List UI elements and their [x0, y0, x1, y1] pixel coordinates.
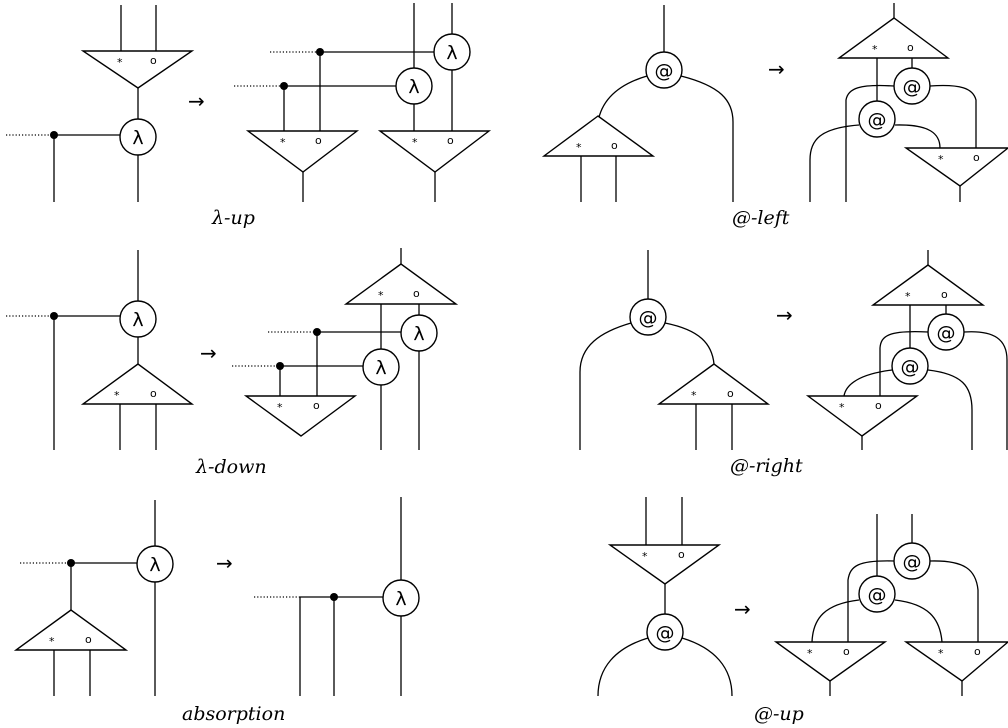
circ-label: o — [150, 387, 157, 400]
fan-node — [836, 17, 951, 59]
app-node — [646, 613, 684, 651]
star-label: * — [277, 401, 283, 414]
circ-label: o — [447, 134, 454, 147]
circ-label: o — [678, 548, 685, 561]
fan-node — [377, 130, 492, 173]
circ-label: o — [611, 139, 618, 152]
circ-label: o — [85, 633, 92, 646]
app-node — [858, 575, 896, 613]
app-symbol: @ — [655, 60, 674, 82]
fan-node — [343, 263, 459, 305]
app-node — [645, 51, 683, 89]
star-label: * — [378, 289, 384, 302]
app-symbol: @ — [868, 584, 887, 606]
lambda-symbol: λ — [413, 323, 424, 345]
star-label: * — [872, 43, 878, 56]
circ-label: o — [875, 399, 882, 412]
star-label: * — [938, 153, 944, 166]
rule-lambda-up-left: * o λ — [6, 5, 195, 202]
star-label: * — [412, 136, 418, 149]
circ-label: o — [941, 288, 948, 301]
star-label: * — [576, 141, 582, 154]
rule-app-left-right: * o @ @ * o — [809, 3, 1008, 202]
rule-app-left-left: @ * o — [541, 5, 734, 202]
star-label: * — [905, 290, 911, 303]
rule-app-right-right: * o @ @ * o — [805, 250, 1008, 450]
fan-node — [903, 641, 1008, 682]
star-label: * — [49, 635, 55, 648]
rewrite-arrow: → — [200, 341, 217, 365]
rewrite-arrow: → — [216, 551, 233, 575]
star-label: * — [642, 550, 648, 563]
app-symbol: @ — [901, 356, 920, 378]
star-label: * — [280, 136, 286, 149]
fan-node — [805, 395, 920, 437]
fan-node — [773, 641, 888, 682]
fan-node — [870, 264, 986, 306]
lambda-symbol: λ — [149, 554, 160, 576]
app-symbol: @ — [903, 76, 922, 98]
star-label: * — [117, 56, 123, 69]
fan-node — [541, 115, 656, 157]
star-label: * — [114, 389, 120, 402]
rule-absorption-right: λ — [254, 497, 420, 696]
caption-absorption: absorption — [182, 703, 285, 725]
rule-absorption-left: λ * o — [13, 500, 174, 696]
star-label: * — [807, 647, 813, 660]
circ-label: o — [313, 399, 320, 412]
app-symbol: @ — [903, 551, 922, 573]
fan-node — [245, 130, 360, 173]
rewrite-arrow: → — [776, 303, 793, 327]
rewrite-arrow: → — [768, 57, 785, 81]
app-symbol: @ — [639, 307, 658, 329]
fan-node — [80, 363, 195, 405]
circ-label: o — [907, 41, 914, 54]
circ-label: o — [315, 134, 322, 147]
rule-lambda-down-left: λ * o — [6, 250, 195, 450]
fan-node — [607, 544, 722, 585]
star-label: * — [839, 401, 845, 414]
lambda-symbol: λ — [408, 76, 419, 98]
caption-app-left: @-left — [732, 207, 790, 229]
lambda-symbol: λ — [132, 309, 143, 331]
caption-app-right: @-right — [730, 455, 803, 477]
fan-node — [656, 363, 771, 405]
rule-app-right-left: @ * o — [579, 250, 771, 450]
app-symbol: @ — [868, 109, 887, 131]
lambda-symbol: λ — [446, 42, 457, 64]
lambda-symbol: λ — [395, 588, 406, 610]
circ-label: o — [727, 387, 734, 400]
rule-lambda-up-right: λ λ * o * o — [234, 3, 492, 202]
fan-node — [80, 50, 195, 89]
circ-label: o — [973, 151, 980, 164]
fan-node — [13, 609, 129, 651]
star-label: * — [938, 647, 944, 660]
app-node — [629, 298, 667, 336]
caption-lambda-down: λ-down — [195, 456, 267, 478]
app-node — [891, 347, 929, 385]
caption-lambda-up: λ-up — [211, 207, 255, 229]
circ-label: o — [974, 645, 981, 658]
circ-label: o — [413, 287, 420, 300]
lambda-symbol: λ — [132, 127, 143, 149]
rule-app-up-left: * o @ — [597, 497, 733, 697]
rule-app-up-right: @ @ * o * o — [773, 514, 1008, 696]
app-symbol: @ — [937, 322, 956, 344]
rule-lambda-down-right: * o λ λ * o — [232, 248, 459, 450]
caption-app-up: @-up — [754, 703, 804, 725]
rewrite-arrow: → — [188, 89, 205, 113]
fan-node — [243, 395, 358, 437]
app-symbol: @ — [656, 622, 675, 644]
lambda-symbol: λ — [375, 357, 386, 379]
app-node — [858, 100, 896, 138]
star-label: * — [691, 389, 697, 402]
fan-node — [903, 147, 1008, 187]
circ-label: o — [843, 645, 850, 658]
rewrite-arrow: → — [734, 597, 751, 621]
circ-label: o — [150, 54, 157, 67]
